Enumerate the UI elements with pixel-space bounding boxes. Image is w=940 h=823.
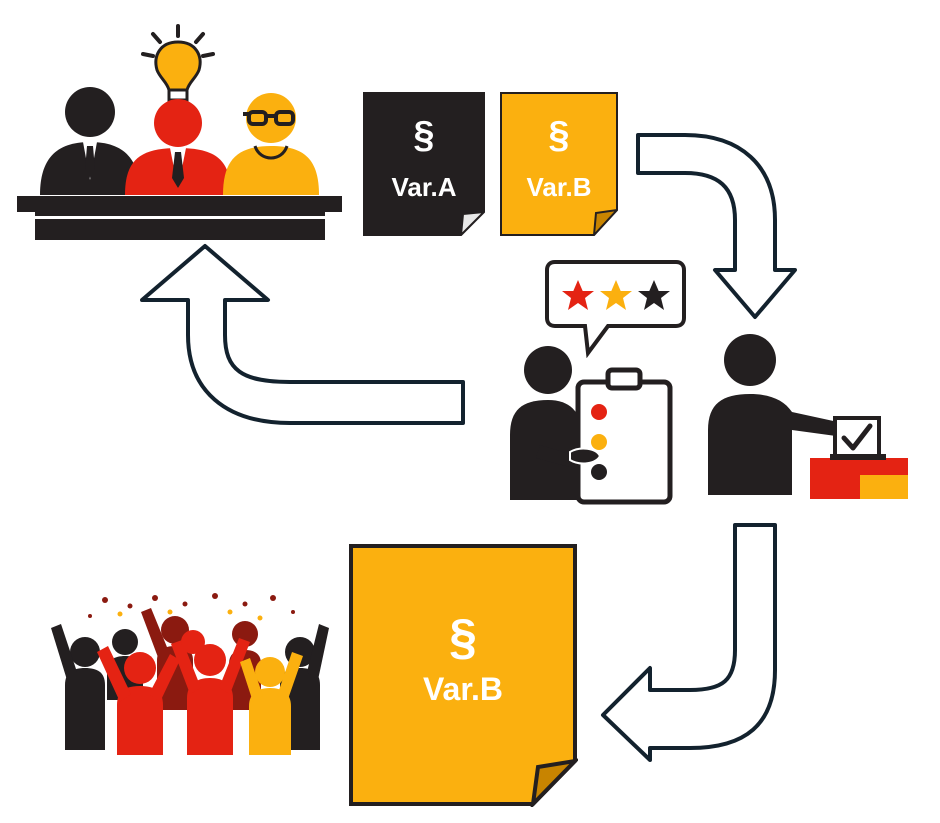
- clipboard-checklist-icon: [575, 367, 673, 505]
- panel-table: [17, 196, 342, 240]
- arrow-to-result: [595, 520, 795, 765]
- ballot-box-icon: [810, 454, 908, 499]
- reviewer-with-clipboard: [500, 340, 680, 510]
- document-var-a[interactable]: § Var.A: [363, 92, 485, 236]
- arrow-to-evaluation: [630, 125, 800, 325]
- voting-person-icon: [700, 330, 915, 502]
- document-var-b-small-label: Var.B: [526, 172, 592, 202]
- committee-panel-icon: [15, 20, 345, 245]
- document-var-b-large[interactable]: § Var.B: [348, 543, 578, 807]
- document-var-a-label: Var.A: [391, 172, 457, 202]
- arrow-back-to-panel: [130, 240, 475, 475]
- celebrating-crowd-icon: [45, 590, 335, 760]
- document-var-a-symbol: §: [413, 114, 435, 156]
- document-var-b-large-symbol: §: [449, 609, 477, 665]
- star-red: [562, 280, 594, 310]
- document-var-b-large-label: Var.B: [422, 671, 504, 707]
- panel-member-gold: [223, 93, 319, 195]
- lightbulb-icon: [141, 24, 215, 102]
- panel-member-black: [40, 87, 140, 195]
- star-gold: [600, 280, 632, 310]
- ballot-paper-icon: [833, 416, 881, 460]
- panel-member-red: [125, 99, 231, 195]
- document-var-b-small[interactable]: § Var.B: [500, 92, 618, 236]
- star-black: [638, 280, 670, 310]
- star-rating-bubble-icon: [543, 258, 688, 358]
- document-var-b-small-symbol: §: [548, 114, 570, 156]
